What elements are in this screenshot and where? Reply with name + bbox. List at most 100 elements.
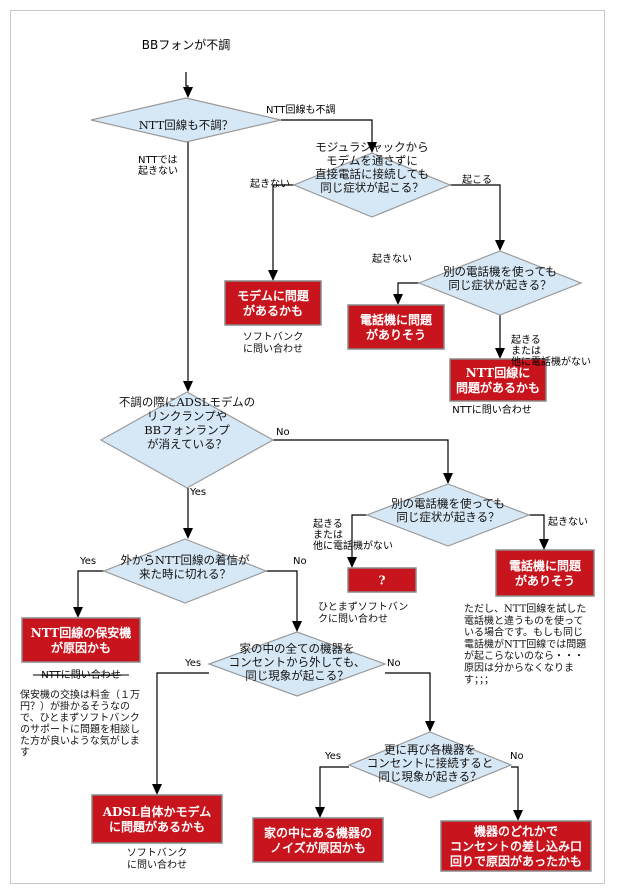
result-r2 xyxy=(347,304,445,350)
decision-diamond-shape xyxy=(347,731,513,799)
decision-d5 xyxy=(365,483,531,547)
edge-label-d3-no-line: 起きない xyxy=(372,253,412,265)
decision-d4-text-line: BBフォンランプ xyxy=(144,423,230,437)
arrowhead-icon xyxy=(183,87,193,98)
note-r6-line: で、ひとまずソフトバンク xyxy=(20,712,140,724)
connector-line xyxy=(351,514,367,558)
connector-line xyxy=(397,282,419,295)
decision-diamond-shape xyxy=(292,152,452,218)
edge-label-d5-no-line: 起きない xyxy=(548,516,588,528)
decision-d4 xyxy=(99,391,275,489)
note-r6-line: のサポートに問題を相談し xyxy=(20,723,140,736)
arrowhead-icon xyxy=(443,473,453,484)
note-r5-line: いる場合です。もしも同じ xyxy=(464,626,583,639)
note-r7-line: ソフトバンク xyxy=(127,847,188,859)
arrowhead-icon xyxy=(152,784,162,795)
decision-d1 xyxy=(90,97,282,143)
decision-d6-text-line: 来た時に切れる？ xyxy=(139,567,231,581)
edge-label-d2-yes-line: 起こる xyxy=(462,174,492,186)
edge-label-d5-yes-line: 起きる xyxy=(313,518,343,530)
decision-d5-text-line: 別の電話機を使っても xyxy=(391,496,505,510)
result-r3-text-line: NTT回線に xyxy=(466,365,530,380)
arrowhead-icon xyxy=(73,607,83,618)
note-r3-line: NTTに問い合わせ xyxy=(452,403,532,416)
edge-label-d3-yes-line: 他に電話機がない xyxy=(511,355,591,368)
edge-label-d4-no-line: No xyxy=(276,427,290,438)
edge-label-d1-no-line: NTTでは xyxy=(138,154,178,166)
note-r6-line: 保安機の交換は料金（１万 xyxy=(20,688,140,701)
note-r3: NTTに問い合わせ xyxy=(452,403,532,416)
edge-label-d5-no: 起きない xyxy=(548,516,588,528)
edge-label-d7-yes: Yes xyxy=(184,658,201,669)
result-r5 xyxy=(495,549,595,597)
edge-label-d6-no: No xyxy=(293,556,307,567)
edge-label-d2-no-line: 起きない xyxy=(250,178,290,190)
result-box-shape xyxy=(440,820,592,872)
connector-line xyxy=(185,72,189,88)
decision-diamond-shape xyxy=(207,631,387,697)
result-r6-text-line: が原因かも xyxy=(51,640,111,655)
decision-diamond-shape xyxy=(417,250,583,316)
arrowhead-icon xyxy=(315,807,325,818)
connector-line xyxy=(529,514,545,540)
edge-label-d6-yes: Yes xyxy=(79,556,96,567)
note-r5-line: 原因は分からなくなりま xyxy=(464,662,574,674)
note-r5-line: が起こらないのなら・・・ xyxy=(464,649,584,662)
result-r7-text-line: に問題があるかも xyxy=(109,819,205,834)
edge-label-d8-no: No xyxy=(510,751,524,762)
note-r1-line: ソフトバンク xyxy=(243,331,304,343)
edge-label-d8-no-line: No xyxy=(510,751,524,762)
result-r7-text-line: ADSL自体かモデム xyxy=(102,804,212,819)
edge-label-d8-yes: Yes xyxy=(324,751,341,762)
edge-label-d4-yes-line: Yes xyxy=(189,487,206,498)
decision-d4-text-line: が消えている？ xyxy=(147,437,227,451)
decision-diamond-shape xyxy=(365,483,531,547)
result-r6-text-line: NTT回線の保安機 xyxy=(31,625,131,640)
connector-line xyxy=(511,766,519,811)
edge-label-d7-no: No xyxy=(387,658,401,669)
edge-d8-r9 xyxy=(511,766,523,821)
result-box-shape xyxy=(347,304,445,350)
edge-d6-r6 xyxy=(73,570,104,618)
edge-label-d5-yes-line: 他に電話機がない xyxy=(313,539,393,552)
edge-d3-r2 xyxy=(393,282,419,305)
edge-d4-d6 xyxy=(183,488,193,539)
edge-label-d6-no-line: No xyxy=(293,556,307,567)
result-r2-text-line: がありそう xyxy=(366,327,426,342)
result-r1-text-line: があるかも xyxy=(243,303,303,318)
edge-label-d2-no: 起きない xyxy=(250,178,290,190)
edge-label-d8-yes-line: Yes xyxy=(324,751,341,762)
result-r1-text-line: モデムに問題 xyxy=(237,288,310,303)
result-r8 xyxy=(252,817,384,863)
connector-line xyxy=(77,570,104,608)
decision-d5-text-line: 同じ症状が起きる？ xyxy=(396,510,499,524)
note-r5-line: 電話機がNTT回線では問題 xyxy=(464,637,586,650)
decision-d2-text-line: モデムを通さずに xyxy=(326,153,418,167)
result-r9-text-line: 機器のどれかで xyxy=(474,824,558,839)
edge-d2-d3 xyxy=(450,184,505,251)
result-box-shape xyxy=(495,549,595,597)
edge-d8-r8 xyxy=(315,766,349,818)
edge-d2-r1 xyxy=(268,184,294,281)
connector-line xyxy=(156,672,209,785)
edge-d6-d7 xyxy=(266,570,302,632)
result-r6 xyxy=(21,617,141,663)
result-r4-text: ? xyxy=(378,574,385,588)
note-r6-line: す xyxy=(20,747,30,759)
arrowhead-icon xyxy=(183,528,193,539)
arrowhead-icon xyxy=(425,721,435,732)
edge-label-d4-yes: Yes xyxy=(189,487,206,498)
edge-label-d3-yes-line: または xyxy=(511,345,541,357)
